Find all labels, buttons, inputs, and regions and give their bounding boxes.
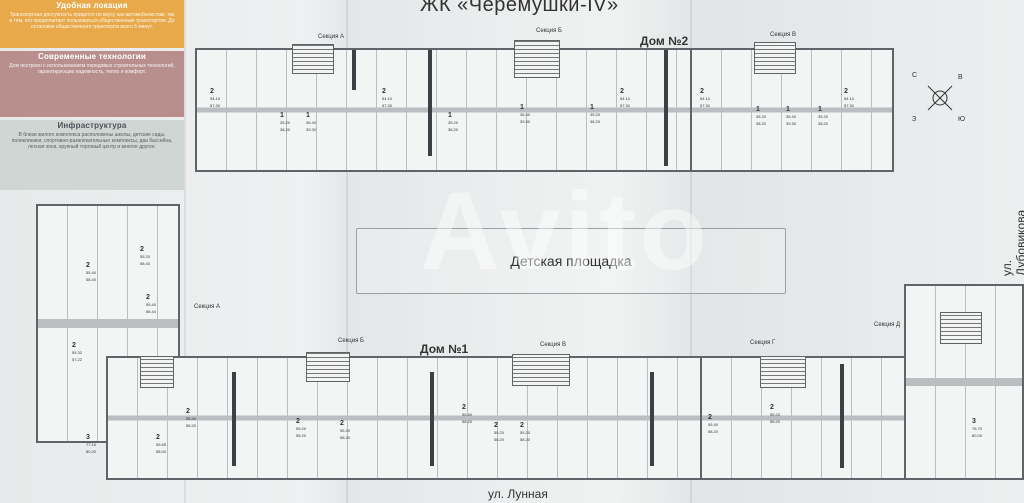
section-label: Секция В xyxy=(540,342,567,348)
section-wall xyxy=(650,372,654,466)
page-title: ЖК «Черемушки-IV» xyxy=(420,0,619,16)
stairwell xyxy=(754,42,796,74)
panel-text: Дом построен с использованием передовых … xyxy=(9,63,175,75)
building-label: Дом №2 xyxy=(640,34,689,48)
building-label: Дом №1 xyxy=(420,342,469,356)
fold-line xyxy=(690,0,692,503)
building-dom2-west xyxy=(195,48,699,172)
compass-rose-icon: С В З Ю xyxy=(912,72,965,123)
compass-n: С xyxy=(912,72,918,79)
section-wall xyxy=(428,50,432,156)
compass-s: Ю xyxy=(958,116,966,123)
section-label: Секция Д xyxy=(874,322,901,328)
stairwell xyxy=(140,356,174,388)
section-label: Секция А xyxy=(318,34,345,40)
section-wall xyxy=(430,372,434,466)
compass-e: В xyxy=(958,74,963,81)
info-panel-infrastructure: Инфраструктура В близи жилого комплекса … xyxy=(0,120,184,190)
street-label-bottom: ул. Лунная xyxy=(488,487,548,501)
playground-label: Детская площадка xyxy=(510,253,632,269)
street-label-right: ул. Дубовикова xyxy=(1000,209,1024,276)
panel-text: В близи жилого комплекса расположены шко… xyxy=(11,132,173,150)
panel-title: Инфраструктура xyxy=(57,121,127,130)
section-wall xyxy=(232,372,236,466)
stairwell xyxy=(514,40,560,78)
section-label: Секция Б xyxy=(536,28,562,34)
building-dom1-main xyxy=(106,356,708,480)
info-panel-technology: Современные технологии Дом построен с ис… xyxy=(0,51,184,117)
stairwell xyxy=(940,312,982,344)
section-label: Секция Б xyxy=(338,338,364,344)
section-label: Секция А xyxy=(194,304,221,310)
watermark: Avito xyxy=(420,170,711,293)
stairwell xyxy=(760,356,806,388)
section-wall xyxy=(840,364,844,468)
fold-line xyxy=(184,0,186,503)
panel-title: Удобная локация xyxy=(56,1,128,10)
fold-line xyxy=(346,0,348,503)
section-label: Секция Г xyxy=(750,340,776,346)
section-wall xyxy=(352,50,356,90)
section-label: Секция В xyxy=(770,32,797,38)
panel-title: Современные технологии xyxy=(37,52,146,61)
info-panel-location: Удобная локация Транспортная доступность… xyxy=(0,0,184,48)
panel-text: Транспортная доступность придется по вку… xyxy=(9,12,175,30)
section-wall xyxy=(664,50,668,166)
compass-w: З xyxy=(912,116,917,123)
playground-area: Детская площадка xyxy=(356,228,786,294)
stairwell xyxy=(292,44,334,74)
stairwell xyxy=(512,354,570,386)
stairwell xyxy=(306,352,350,382)
